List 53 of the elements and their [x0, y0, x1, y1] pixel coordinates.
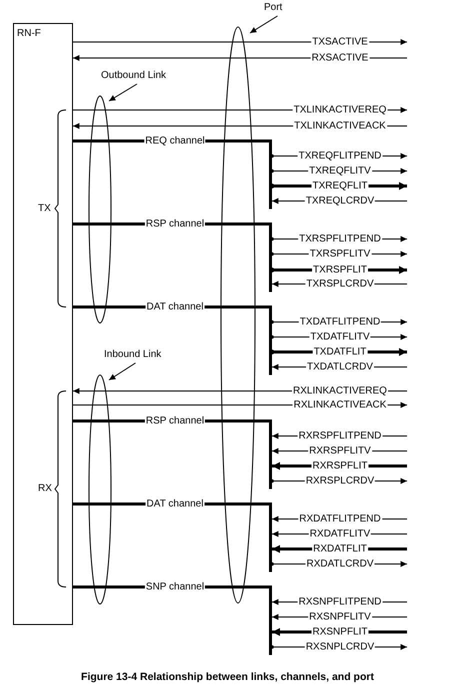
edge-label: RXLINKACTIVEREQ: [292, 386, 388, 396]
edge-label: TXSACTIVE: [311, 36, 369, 48]
edge-label: TXREQFLITPEND: [298, 150, 382, 162]
group-label: RX: [38, 483, 52, 494]
edge-label: TXRSPFLIT: [312, 264, 368, 276]
edge-label: TXRSPFLITV: [308, 248, 372, 260]
edge-label: RXLINKACTIVEACK: [292, 400, 388, 410]
edge-label: RXRSPLCRDV: [304, 476, 376, 486]
callout-text: Inbound Link: [104, 349, 162, 360]
block-box: [13, 23, 73, 625]
bus-bar: [269, 224, 272, 292]
callout-text: Port: [264, 2, 282, 13]
edge-label: DAT channel: [146, 302, 204, 312]
bus-bar: [269, 587, 272, 655]
leader-line: [250, 16, 278, 34]
edge-label: TXRSPLCRDV: [305, 278, 375, 290]
bus-bar: [269, 141, 272, 209]
edge-label: RXSNPFLITPEND: [298, 596, 382, 608]
edge-label: RXRSPFLITPEND: [298, 430, 382, 442]
edge-label: TXREQFLITV: [308, 166, 372, 176]
edge-label: TXDATFLITV: [309, 332, 371, 342]
leader-line: [108, 84, 138, 102]
edge-label: RXSNPFLITV: [308, 612, 372, 622]
block-title: RN-F: [17, 28, 41, 39]
edge-label: REQ channel: [144, 136, 206, 146]
edge-label: RSP channel: [144, 416, 206, 426]
edge-label: TXLINKACTIVEREQ: [292, 104, 388, 116]
edge-label: RSP channel: [144, 218, 206, 230]
edge-label: TXRSPFLITPEND: [298, 234, 382, 244]
bus-bar: [269, 421, 272, 489]
edge-label: RXDATFLIT: [312, 544, 368, 554]
edge-label: RXDATLCRDV: [305, 558, 375, 570]
figure-caption: Figure 13-4 Relationship between links, channels, and port: [80, 672, 375, 683]
edge-label: RXSACTIVE: [310, 52, 370, 64]
edge-label: RXSNPFLIT: [312, 626, 368, 638]
edge-label: RXDATFLITV: [308, 528, 372, 540]
edge-label: RXDATFLITPEND: [298, 514, 382, 524]
group-label: TX: [38, 202, 51, 214]
leader-line: [108, 362, 136, 380]
edge-label: TXDATLCRDV: [306, 362, 374, 372]
callout-text: Outbound Link: [101, 70, 166, 81]
edge-label: DAT channel: [146, 498, 204, 510]
edge-label: SNP channel: [144, 582, 206, 592]
edge-label: TXREQFLIT: [312, 180, 368, 192]
bus-bar: [269, 504, 272, 572]
edge-label: RXRSPFLITV: [308, 446, 372, 456]
edge-label: TXDATFLITPEND: [298, 316, 382, 328]
edge-label: RXRSPFLIT: [312, 460, 368, 472]
edge-label: TXLINKACTIVEACK: [293, 120, 387, 132]
edge-label: TXREQLCRDV: [304, 196, 376, 206]
edge-label: TXDATFLIT: [312, 346, 368, 358]
bus-bar: [269, 307, 272, 375]
edge-label: RXSNPLCRDV: [304, 642, 376, 652]
